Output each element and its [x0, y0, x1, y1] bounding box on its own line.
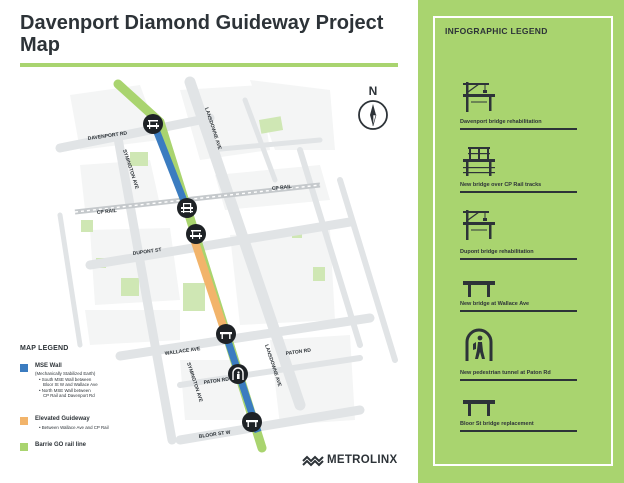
infographic-item: New bridge at Wallace Ave	[443, 277, 588, 337]
infographic-divider	[460, 430, 577, 432]
map-legend: MAP LEGEND MSE Wall (Mechanically Stabil…	[20, 345, 180, 451]
infographic-divider	[460, 258, 577, 260]
legend-sub: Bloor St W and Wallace Ave	[43, 382, 98, 387]
dupont-bridge-marker	[186, 224, 206, 244]
pedestrian-tunnel-icon	[465, 328, 493, 361]
bloor-bridge-marker	[242, 412, 262, 432]
crane-bridge-icon	[463, 82, 495, 112]
infographic-item: New pedestrian tunnel at Paton Rd	[443, 328, 588, 388]
infographic-divider	[460, 128, 577, 130]
metrolinx-mark-icon	[302, 455, 324, 467]
cp-rail-line	[74, 182, 321, 215]
infographic-legend-panel: INFOGRAPHIC LEGEND Davenport bridge reha…	[418, 0, 624, 483]
infographic-divider	[460, 310, 577, 312]
street-label-bloor: BLOOR ST W	[198, 430, 231, 440]
page-title: Davenport Diamond Guideway Project Map	[20, 12, 384, 56]
infographic-label: New bridge over CP Rail tracks	[460, 182, 542, 188]
truss-bridge-icon	[463, 147, 495, 176]
project-map: DAVENPORT RD LANSDOWNE AVE SYMINGTON AVE…	[0, 70, 418, 460]
infographic-item: New bridge over CP Rail tracks	[443, 145, 588, 205]
infographic-divider	[460, 379, 577, 381]
map-legend-title: MAP LEGEND	[20, 345, 69, 352]
infographic-label: New pedestrian tunnel at Paton Rd	[460, 370, 551, 376]
mse-wall-north	[149, 120, 190, 208]
legend-label: MSE Wall	[35, 363, 62, 369]
infographic-item: Bloor St bridge replacement	[443, 396, 588, 456]
barrie-go-swatch	[20, 443, 28, 451]
legend-sub: • Between Wallace Ave and CP Rail	[39, 425, 109, 430]
simple-bridge-icon	[463, 400, 495, 416]
simple-bridge-icon	[463, 281, 495, 297]
paton-tunnel-marker	[228, 364, 248, 384]
compass-icon	[358, 100, 388, 130]
panel-border	[433, 16, 613, 466]
elevated-guideway	[187, 228, 229, 334]
legend-sub: • North MSE Wall between	[39, 388, 91, 393]
elevated-guideway-swatch	[20, 417, 28, 425]
north-label: N	[368, 84, 378, 98]
crane-bridge-icon	[463, 210, 495, 240]
street-label-cp-rail-left: CP RAIL	[97, 208, 117, 216]
legend-sub: (Mechanically Stabilized Earth)	[35, 371, 96, 376]
title-underline	[20, 63, 398, 67]
cp-rail-bridge-marker	[177, 198, 197, 218]
logo-wordmark: METROLINX	[327, 454, 398, 466]
infographic-item: Davenport bridge rehabilitation	[443, 80, 588, 140]
infographic-legend-title: INFOGRAPHIC LEGEND	[445, 26, 548, 36]
streets	[55, 76, 398, 445]
wallace-bridge-marker	[216, 324, 236, 344]
street-label-davenport: DAVENPORT RD	[87, 130, 127, 142]
infographic-label: Bloor St bridge replacement	[460, 421, 534, 427]
infographic-item: Dupont bridge rehabilitation	[443, 208, 588, 268]
street-label-paton-left: PATON RD	[203, 376, 229, 386]
infographic-label: New bridge at Wallace Ave	[460, 301, 530, 307]
legend-sub: • South MSE Wall between	[39, 377, 92, 382]
legend-label: Elevated Guideway	[35, 416, 90, 422]
street-label-cp-rail-right: CP RAIL	[272, 184, 292, 192]
mse-wall-swatch	[20, 364, 28, 372]
infographic-label: Davenport bridge rehabilitation	[460, 119, 542, 125]
davenport-bridge-marker	[143, 114, 163, 134]
infographic-label: Dupont bridge rehabilitation	[460, 249, 534, 255]
legend-label: Barrie GO rail line	[35, 442, 87, 448]
legend-sub: CP Rail and Davenport Rd	[43, 393, 95, 398]
street-label-paton-right: PATON RD	[285, 347, 311, 357]
north-arrow: N	[356, 84, 390, 132]
street-label-wallace: WALLACE AVE	[164, 346, 201, 357]
metrolinx-logo: METROLINX	[302, 452, 412, 468]
infographic-divider	[460, 191, 577, 193]
street-label-dupont: DUPONT ST	[132, 247, 161, 257]
